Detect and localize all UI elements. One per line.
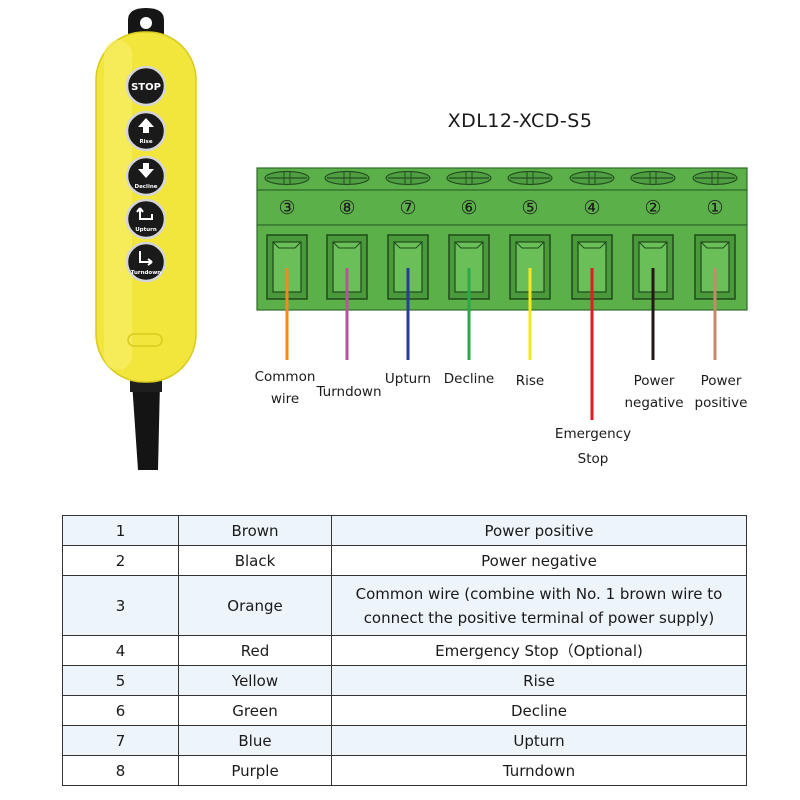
cell-wire-color: Red bbox=[178, 635, 332, 666]
cell-number: 1 bbox=[62, 515, 179, 546]
description-line: Power negative bbox=[481, 551, 597, 570]
turndown-icon bbox=[139, 251, 153, 266]
pendant-button-upturn[interactable]: Upturn bbox=[125, 198, 167, 240]
pendant-button-label: STOP bbox=[131, 82, 161, 93]
terminal-position: ⑧ bbox=[324, 170, 370, 360]
terminal-position: ② bbox=[630, 170, 676, 360]
upturn-icon bbox=[136, 207, 153, 220]
terminal-number-strip bbox=[256, 189, 748, 226]
wire-label: Decline bbox=[443, 371, 495, 387]
cell-number: 3 bbox=[62, 575, 179, 636]
terminal-position: ⑤ bbox=[507, 170, 553, 360]
terminal-number: ⑧ bbox=[338, 197, 355, 219]
terminal-position: ③ bbox=[264, 170, 310, 360]
description-line: connect the positive terminal of power s… bbox=[363, 608, 715, 627]
cell-description: Upturn bbox=[331, 725, 747, 756]
terminal-position: ① bbox=[692, 170, 738, 360]
cell-description: Decline bbox=[331, 695, 747, 726]
terminal-number: ⑥ bbox=[460, 197, 477, 219]
cell-description: Power positive bbox=[331, 515, 747, 546]
cell-wire-color: Yellow bbox=[178, 665, 332, 696]
description-line: Rise bbox=[523, 671, 555, 690]
terminal-position: ④ bbox=[569, 170, 615, 420]
cell-wire-color: Orange bbox=[178, 575, 332, 636]
pendant-button-turndown[interactable]: Turndown bbox=[125, 241, 167, 283]
wire-label: Power negative bbox=[624, 373, 684, 411]
cell-number: 5 bbox=[62, 665, 179, 696]
pendant-cable bbox=[132, 382, 160, 470]
pendant-button-decline[interactable]: Decline bbox=[125, 155, 167, 197]
pendant-highlight bbox=[104, 40, 132, 370]
pendant-button-label: Turndown bbox=[131, 270, 161, 276]
arrow-down-icon bbox=[138, 163, 154, 178]
cell-number: 7 bbox=[62, 725, 179, 756]
pendant-nameplate bbox=[127, 333, 163, 347]
description-line: Power positive bbox=[484, 521, 594, 540]
description-line: Common wire (combine with No. 1 brown wi… bbox=[355, 584, 723, 603]
wire-label: Power positive bbox=[694, 373, 748, 411]
arrow-up-icon bbox=[138, 118, 154, 133]
terminal-block-diagram: ③ ⑧ ⑦ ⑥ ⑤ ④ ② ① bbox=[256, 167, 748, 420]
terminal-position: ⑥ bbox=[446, 170, 492, 360]
cell-number: 8 bbox=[62, 755, 179, 786]
cell-wire-color: Purple bbox=[178, 755, 332, 786]
terminal-number: ⑤ bbox=[521, 197, 538, 219]
cell-description: Turndown bbox=[331, 755, 747, 786]
pendant-button-stop[interactable]: STOP bbox=[125, 65, 167, 107]
terminal-number: ③ bbox=[278, 197, 295, 219]
terminal-number: ① bbox=[706, 197, 723, 219]
wire-label: Common wire bbox=[254, 369, 316, 407]
cell-number: 6 bbox=[62, 695, 179, 726]
cell-description: Power negative bbox=[331, 545, 747, 576]
terminal-number: ④ bbox=[583, 197, 600, 219]
cell-description: Rise bbox=[331, 665, 747, 696]
pendant-button-label: Decline bbox=[135, 184, 158, 190]
cell-wire-color: Blue bbox=[178, 725, 332, 756]
terminal-position: ⑦ bbox=[385, 170, 431, 360]
pendant-button-label: Rise bbox=[139, 139, 152, 145]
cell-wire-color: Green bbox=[178, 695, 332, 726]
hanger-hole bbox=[140, 17, 152, 29]
wire-label: Emergency Stop bbox=[554, 426, 632, 467]
description-line: Emergency Stop（Optional) bbox=[435, 642, 643, 660]
terminal-number: ② bbox=[644, 197, 661, 219]
description-line: Upturn bbox=[513, 731, 565, 750]
model-title: XDL12-XCD-S5 bbox=[447, 110, 593, 132]
description-line: Decline bbox=[510, 701, 568, 720]
pendant-button-label: Upturn bbox=[135, 227, 157, 233]
wire-label: Rise bbox=[515, 373, 545, 389]
cell-wire-color: Black bbox=[178, 545, 332, 576]
wire-label: Turndown bbox=[316, 384, 382, 400]
cell-number: 2 bbox=[62, 545, 179, 576]
wire-label: Upturn bbox=[384, 371, 432, 387]
pendant-button-rise[interactable]: Rise bbox=[125, 110, 167, 152]
cell-description: Emergency Stop（Optional) bbox=[331, 635, 747, 666]
cell-number: 4 bbox=[62, 635, 179, 666]
terminal-number: ⑦ bbox=[399, 197, 416, 219]
description-line: Turndown bbox=[502, 761, 576, 780]
cell-description: Common wire (combine with No. 1 brown wi… bbox=[331, 575, 747, 636]
cell-wire-color: Brown bbox=[178, 515, 332, 546]
